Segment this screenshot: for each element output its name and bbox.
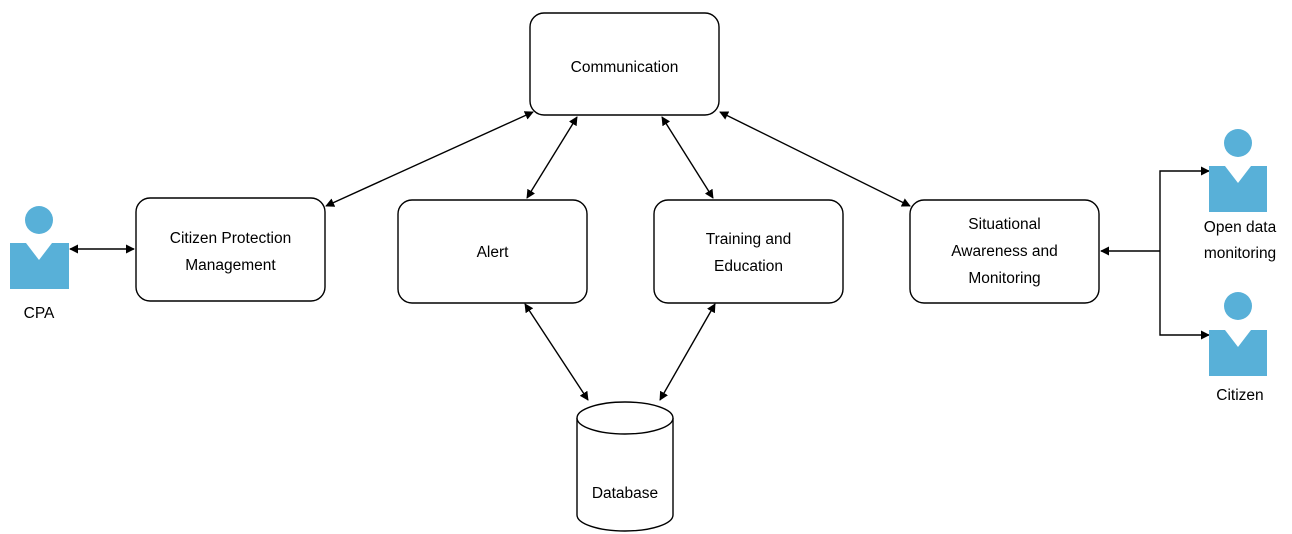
svg-text:Education: Education <box>714 258 783 275</box>
citizen-actor-icon <box>1209 292 1267 376</box>
citizen-protection-label-line2: Management <box>185 257 276 274</box>
edge-bracket-to-citizen <box>1159 251 1210 340</box>
svg-text:Management: Management <box>185 257 276 274</box>
svg-text:monitoring: monitoring <box>1204 245 1276 262</box>
connectors <box>69 111 1210 401</box>
situational-label-line1: Situational <box>968 216 1040 233</box>
svg-text:Training and: Training and <box>706 231 792 248</box>
svg-text:Citizen Protection: Citizen Protection <box>170 230 291 247</box>
edge-bracket-to-open-data <box>1159 166 1210 251</box>
cpa-label: CPA <box>24 305 55 322</box>
edge-training-database <box>659 303 716 401</box>
situational-box: Situational Awareness and Monitoring <box>909 199 1100 304</box>
situational-label-line2: Awareness and <box>951 243 1058 260</box>
edge-alert-database <box>524 303 589 401</box>
alert-label: Alert <box>477 244 510 261</box>
cpa-actor-icon <box>10 206 69 289</box>
open-data-actor-icon <box>1209 129 1267 212</box>
database-cylinder: Database <box>576 401 674 532</box>
situational-label-line3: Monitoring <box>968 270 1040 287</box>
citizen-protection-label-line1: Citizen Protection <box>170 230 291 247</box>
svg-text:Citizen: Citizen <box>1216 387 1263 404</box>
svg-text:Open data: Open data <box>1204 219 1277 236</box>
open-data-label-line2: monitoring <box>1204 245 1276 262</box>
alert-box: Alert <box>397 199 588 304</box>
svg-text:Communication: Communication <box>571 59 679 76</box>
communication-label: Communication <box>571 59 679 76</box>
training-label-line1: Training and <box>706 231 792 248</box>
citizen-label: Citizen <box>1216 387 1263 404</box>
communication-box: Communication <box>529 12 720 116</box>
svg-text:Awareness and: Awareness and <box>951 243 1058 260</box>
svg-text:Alert: Alert <box>477 244 510 261</box>
citizen-protection-box: Citizen Protection Management <box>135 197 326 302</box>
edge-citizen-protection-communication <box>325 111 534 207</box>
database-label: Database <box>592 485 658 502</box>
svg-text:Situational: Situational <box>968 216 1040 233</box>
training-box: Training and Education <box>653 199 844 304</box>
svg-text:Database: Database <box>592 485 658 502</box>
edge-alert-communication <box>526 116 578 199</box>
open-data-label-line1: Open data <box>1204 219 1277 236</box>
training-label-line2: Education <box>714 258 783 275</box>
edge-training-communication <box>661 116 714 199</box>
edge-situational-communication <box>719 111 911 207</box>
svg-text:Monitoring: Monitoring <box>968 270 1040 287</box>
svg-text:CPA: CPA <box>24 305 55 322</box>
